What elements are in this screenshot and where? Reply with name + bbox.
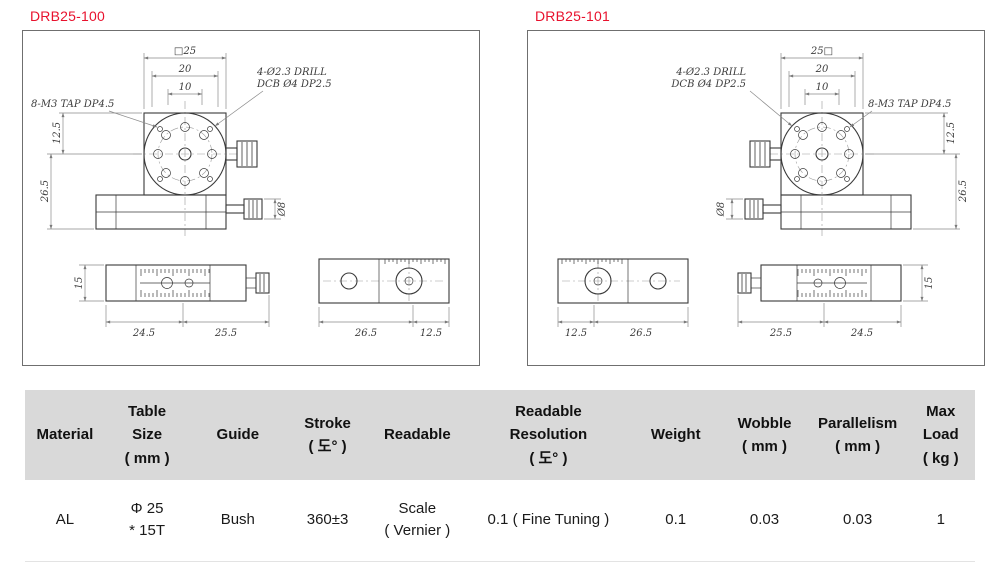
bolt-holes bbox=[790, 122, 854, 186]
dim-knob-dia: Ø8 bbox=[277, 202, 288, 218]
cell-readable: Scale ( Vernier ) bbox=[368, 479, 466, 562]
cell-weight: 0.1 bbox=[631, 479, 721, 562]
base-knob-knurl bbox=[749, 200, 759, 218]
dim-knob-dia: Ø8 bbox=[716, 202, 727, 218]
cell-table-size: Φ 25 * 15T bbox=[104, 479, 190, 562]
header-table-size: Table Size ( mm ) bbox=[104, 390, 190, 480]
spec-table: Material Table Size ( mm ) Guide Stroke … bbox=[25, 390, 975, 562]
header-readable: Readable bbox=[368, 390, 466, 480]
dim-bottom-2: 26.5 bbox=[629, 328, 652, 339]
dim-bottom-1: 12.5 bbox=[565, 328, 587, 339]
extension-lines bbox=[557, 53, 960, 327]
spec-data-row: AL Φ 25 * 15T Bush 360±3 Scale ( Vernier… bbox=[25, 479, 975, 562]
dimension-lines bbox=[557, 56, 958, 324]
bottom-view-side bbox=[318, 258, 450, 304]
dim-bottom-2: 25.5 bbox=[214, 328, 237, 339]
side-details bbox=[561, 259, 629, 303]
vernier-details bbox=[135, 265, 257, 301]
header-readable-resolution: Readable Resolution ( 도° ) bbox=[465, 390, 632, 480]
tap-note: 8-M3 TAP DP4.5 bbox=[31, 99, 114, 110]
cell-max-load: 1 bbox=[906, 479, 975, 562]
header-parallelism: Parallelism ( mm ) bbox=[808, 390, 907, 480]
cell-guide: Bush bbox=[189, 479, 287, 562]
header-guide: Guide bbox=[189, 390, 287, 480]
drawing-frame-drb25-100: □25 20 10 4-Ø2.3 DRILL DCB Ø4 DP2.5 8-M3… bbox=[22, 30, 480, 366]
dim-bottom-4: 24.5 bbox=[850, 328, 873, 339]
cell-wobble: 0.03 bbox=[720, 479, 809, 562]
vernier-details bbox=[750, 265, 872, 301]
bolt-holes bbox=[153, 122, 217, 186]
model-title-drb25-100: DRB25-100 bbox=[30, 8, 105, 24]
drawing-frame-drb25-101: 25□ 20 10 4-Ø2.3 DRILL DCB Ø4 DP2.5 8-M3… bbox=[527, 30, 985, 366]
side-details bbox=[378, 259, 446, 303]
cell-stroke: 360±3 bbox=[286, 479, 369, 562]
cell-material: AL bbox=[25, 479, 105, 562]
dim-bottom-1: 24.5 bbox=[132, 328, 155, 339]
dim-top-outer: □25 bbox=[174, 46, 196, 57]
dim-top-mid: 20 bbox=[815, 64, 829, 75]
drawing-panels: DRB25-100 bbox=[22, 8, 985, 366]
dim-half-height: 12.5 bbox=[52, 122, 63, 144]
tap-note: 8-M3 TAP DP4.5 bbox=[868, 99, 951, 110]
dim-total-height: 26.5 bbox=[40, 180, 51, 203]
header-weight: Weight bbox=[631, 390, 721, 480]
header-max-load: Max Load ( kg ) bbox=[906, 390, 975, 480]
drill-note-line2: DCB Ø4 DP2.5 bbox=[256, 79, 332, 90]
dim-top-mid: 20 bbox=[178, 64, 192, 75]
extension-lines bbox=[47, 53, 450, 327]
centerlines bbox=[133, 101, 445, 301]
centerlines bbox=[562, 101, 874, 301]
drawing-drb25-100: □25 20 10 4-Ø2.3 DRILL DCB Ø4 DP2.5 8-M3… bbox=[31, 46, 450, 339]
panel-drb25-100: DRB25-100 bbox=[22, 8, 480, 366]
panel-drb25-101: DRB25-101 bbox=[527, 8, 985, 366]
dial-knob-knurl bbox=[241, 142, 253, 166]
header-material: Material bbox=[25, 390, 105, 480]
dim-total-height: 26.5 bbox=[958, 180, 969, 203]
drill-note-line1: 4-Ø2.3 DRILL bbox=[256, 67, 327, 78]
dim-base-height: 15 bbox=[924, 277, 935, 290]
bottom-view-side bbox=[557, 258, 689, 304]
dimension-lines bbox=[49, 56, 450, 324]
dim-top-inner: 10 bbox=[816, 82, 829, 93]
vernier-knob-knurl bbox=[741, 274, 747, 292]
dim-top-outer: 25□ bbox=[810, 46, 833, 57]
cell-readable-resolution: 0.1 ( Fine Tuning ) bbox=[465, 479, 632, 562]
header-wobble: Wobble ( mm ) bbox=[720, 390, 809, 480]
vernier-knob-knurl bbox=[259, 274, 265, 292]
dim-bottom-4: 12.5 bbox=[420, 328, 442, 339]
spec-table-grid: Material Table Size ( mm ) Guide Stroke … bbox=[25, 390, 975, 562]
base-details bbox=[781, 195, 911, 229]
dial-knob-knurl bbox=[754, 142, 766, 166]
base-knob-knurl bbox=[248, 200, 258, 218]
dim-bottom-3: 25.5 bbox=[769, 328, 792, 339]
model-title-drb25-101: DRB25-101 bbox=[535, 8, 610, 24]
drill-note-line1: 4-Ø2.3 DRILL bbox=[675, 67, 746, 78]
dim-bottom-3: 26.5 bbox=[354, 328, 377, 339]
drawing-drb25-101: 25□ 20 10 4-Ø2.3 DRILL DCB Ø4 DP2.5 8-M3… bbox=[557, 46, 969, 339]
cell-parallelism: 0.03 bbox=[808, 479, 907, 562]
spec-header-row: Material Table Size ( mm ) Guide Stroke … bbox=[25, 390, 975, 480]
dim-half-height: 12.5 bbox=[946, 122, 957, 144]
dim-base-height: 15 bbox=[74, 277, 85, 290]
drill-note-line2: DCB Ø4 DP2.5 bbox=[670, 79, 746, 90]
dim-top-inner: 10 bbox=[179, 82, 192, 93]
base-details bbox=[96, 195, 226, 229]
header-stroke: Stroke ( 도° ) bbox=[286, 390, 369, 480]
